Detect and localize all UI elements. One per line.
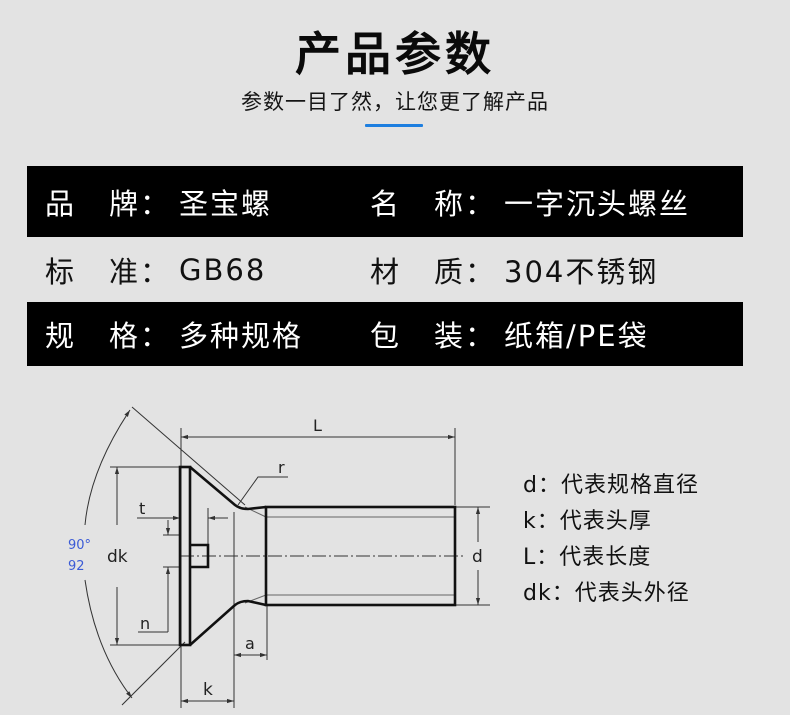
- param-row-brand-name: 品 牌 ： 圣宝螺 名 称 ： 一字沉头螺丝: [27, 166, 743, 237]
- legend-sep: ：: [537, 473, 561, 498]
- label-dk: dk: [107, 547, 128, 567]
- screw-dimension-diagram: L r t dk d n a k 90° 92: [68, 406, 490, 708]
- label-L: L: [313, 416, 322, 435]
- legend-sep: ：: [551, 581, 575, 606]
- param-packaging: 包 装 ： 纸箱/PE袋: [370, 313, 649, 355]
- param-separator: ：: [465, 319, 497, 353]
- dimension-legend: d ： 代表规格直径 k ： 代表头厚 L ： 代表长度 dk ： 代表头外径: [523, 468, 699, 612]
- param-row-standard-material: 标 准 ： GB68 材 质 ： 304不锈钢: [27, 238, 743, 302]
- legend-key: dk: [523, 581, 552, 606]
- param-label-char2: 质: [434, 255, 466, 289]
- legend-key: L: [523, 545, 537, 570]
- label-angle-bottom: 92: [68, 559, 85, 574]
- param-label-char2: 装: [434, 319, 466, 353]
- param-value-packaging: 纸箱/PE袋: [504, 319, 649, 353]
- param-separator: ：: [465, 255, 497, 289]
- param-label-char1: 规: [45, 319, 77, 353]
- param-name: 名 称 ： 一字沉头螺丝: [370, 181, 690, 223]
- param-value-name: 一字沉头螺丝: [504, 186, 691, 221]
- legend-item: L ： 代表长度: [523, 540, 699, 576]
- param-standard: 标 准 ： GB68: [45, 249, 266, 291]
- param-label-char2: 牌: [109, 186, 141, 221]
- title-accent-underline: [365, 124, 423, 127]
- param-label-char2: 格: [109, 319, 141, 353]
- legend-sep: ：: [536, 545, 560, 570]
- param-label-char1: 材: [370, 255, 402, 289]
- param-material: 材 质 ： 304不锈钢: [370, 249, 658, 291]
- param-separator: ：: [140, 319, 172, 353]
- page-subtitle: 参数一目了然，让您更了解产品: [241, 90, 549, 114]
- param-separator: ：: [140, 255, 172, 289]
- label-angle-top: 90°: [68, 538, 91, 553]
- legend-item: dk ： 代表头外径: [523, 576, 699, 612]
- label-n: n: [140, 614, 150, 633]
- param-label-char1: 标: [45, 255, 77, 289]
- legend-item: k ： 代表头厚: [523, 504, 699, 540]
- label-r: r: [278, 458, 285, 477]
- legend-desc: 代表长度: [559, 545, 652, 570]
- param-value-brand: 圣宝螺: [179, 186, 273, 221]
- legend-desc: 代表头厚: [559, 509, 652, 534]
- legend-item: d ： 代表规格直径: [523, 468, 699, 504]
- param-label-char1: 名: [370, 186, 402, 221]
- param-brand: 品 牌 ： 圣宝螺: [45, 181, 272, 223]
- legend-sep: ：: [536, 509, 560, 534]
- label-a: a: [245, 634, 255, 653]
- param-value-standard: GB68: [179, 253, 267, 287]
- param-label-char2: 称: [434, 186, 466, 221]
- legend-desc: 代表规格直径: [560, 473, 699, 498]
- param-label-char1: 包: [370, 319, 402, 353]
- param-label-char1: 品: [45, 186, 77, 221]
- param-value-spec: 多种规格: [179, 319, 304, 353]
- page-title: 产品参数: [295, 27, 495, 81]
- param-separator: ：: [465, 186, 497, 221]
- param-spec: 规 格 ： 多种规格: [45, 313, 303, 355]
- legend-desc: 代表头外径: [574, 581, 690, 606]
- param-value-material: 304不锈钢: [504, 255, 659, 289]
- label-k: k: [203, 680, 213, 700]
- label-d: d: [472, 547, 483, 567]
- legend-key: k: [523, 509, 537, 534]
- label-t: t: [139, 499, 145, 518]
- param-separator: ：: [140, 186, 172, 221]
- param-label-char2: 准: [109, 255, 141, 289]
- legend-key: d: [523, 473, 538, 498]
- param-row-spec-packaging: 规 格 ： 多种规格 包 装 ： 纸箱/PE袋: [27, 302, 743, 366]
